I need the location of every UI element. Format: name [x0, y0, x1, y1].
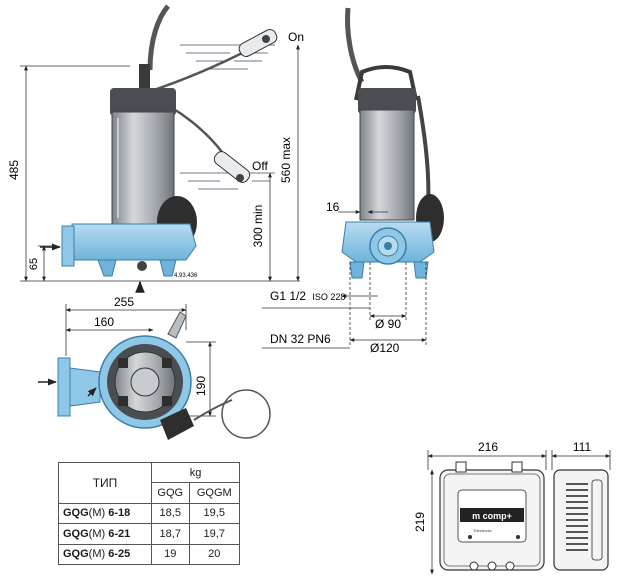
- weight-a: 19: [151, 543, 190, 566]
- pump-front-view: [341, 7, 444, 279]
- dim-190: 190: [194, 376, 208, 396]
- ctrl-height: 219: [413, 512, 427, 532]
- dim-min-level: 300 min: [251, 205, 265, 248]
- dim-160: 160: [94, 315, 114, 329]
- weight-b: 20: [188, 543, 241, 566]
- pump-plan-view: [38, 311, 271, 440]
- controller-brand: m comp+: [472, 511, 512, 521]
- motor-cap: [110, 88, 176, 116]
- header-type: ТИП: [58, 462, 152, 504]
- header-col-a: GQG: [151, 482, 190, 504]
- dim-16: 16: [326, 200, 340, 214]
- controller-brand-small: Electronic: [474, 528, 492, 533]
- float-switch-high: [238, 29, 278, 57]
- handle: [139, 64, 150, 92]
- model-end: 6-21: [108, 527, 131, 540]
- thread-standard: ISO 228: [312, 292, 345, 302]
- dimension-lines-front: [262, 210, 427, 349]
- flange-label: DN 32 PN6: [270, 332, 331, 346]
- thread-label: G1 1/2 ISO 228: [270, 289, 345, 303]
- weight-a: 18,7: [151, 523, 190, 545]
- dimension-lines-plan: [65, 304, 216, 417]
- ctrl-depth: 111: [573, 440, 592, 454]
- table-row: GQG(M) 6-21 18,7 19,7: [58, 523, 241, 545]
- dim-max-level: 560 max: [279, 137, 293, 183]
- model-end: 6-18: [108, 507, 131, 520]
- drawing-code: 4.93.436: [174, 273, 198, 279]
- model-mid: (M): [88, 507, 109, 520]
- pump-volute: [71, 223, 197, 261]
- dimension-lines-side: [20, 44, 300, 282]
- controller-side: [553, 469, 609, 571]
- dimension-lines-controller: [427, 450, 611, 575]
- pump-side-view: [40, 4, 278, 293]
- header-col-b: GQGM: [188, 482, 241, 504]
- power-cable: [147, 4, 170, 71]
- weight-b: 19,5: [188, 502, 241, 525]
- dia-120-label: Ø120: [370, 341, 400, 355]
- dia-90-label: Ø 90: [375, 317, 401, 331]
- table-row: GQG(M) 6-25 19 20: [58, 543, 241, 566]
- dim-255: 255: [114, 295, 134, 309]
- dim-height-total: 485: [7, 160, 21, 180]
- weight-b: 19,7: [188, 523, 241, 545]
- thread-size: G1 1/2: [270, 289, 306, 303]
- model-mid: (M): [88, 527, 109, 540]
- model-cell: GQG(M) 6-21: [58, 523, 152, 545]
- model-bold: GQG: [63, 527, 89, 540]
- model-cell: GQG(M) 6-18: [58, 502, 152, 525]
- ctrl-width: 216: [478, 440, 498, 454]
- float-switch-low: [213, 151, 251, 183]
- model-bold: GQG: [63, 548, 89, 561]
- motor-housing-front: [359, 109, 415, 221]
- model-end: 6-25: [108, 548, 131, 561]
- motor-housing: [111, 111, 175, 225]
- handle-front: [354, 65, 418, 101]
- float-off-label: Off: [252, 159, 268, 173]
- dim-inlet-height: 65: [28, 258, 40, 270]
- outlet-flange: [61, 225, 75, 267]
- model-mid: (M): [88, 548, 109, 561]
- weight-a: 18,5: [151, 502, 190, 525]
- float-on-label: On: [288, 30, 304, 44]
- float-cable-high: [147, 46, 253, 94]
- float-swing-circle: [221, 389, 271, 439]
- model-bold: GQG: [63, 507, 89, 520]
- controller-front: m comp+ Electronic: [439, 461, 545, 571]
- model-cell: GQG(M) 6-25: [58, 543, 152, 566]
- table-row: GQG(M) 6-18 18,5 19,5: [58, 502, 241, 525]
- header-unit: kg: [151, 461, 240, 484]
- weight-table: ТИП kg GQG GQGM GQG(M) 6-18 18,5 19,5 GQ…: [58, 461, 241, 566]
